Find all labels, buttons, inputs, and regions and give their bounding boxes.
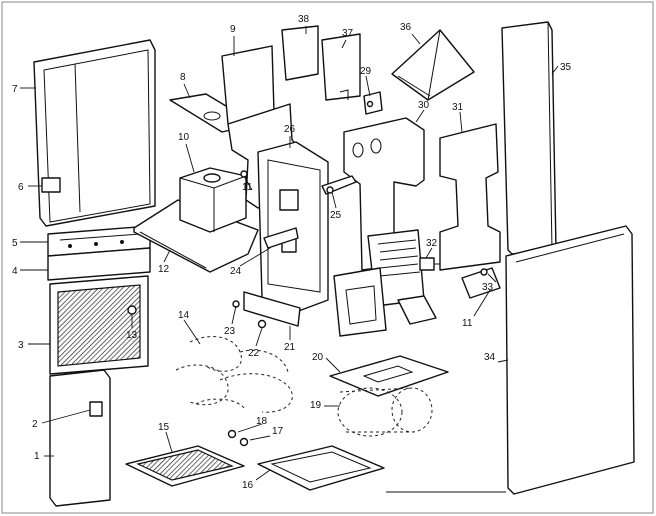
side-panel-35 — [501, 21, 557, 255]
callout-31: 31 — [452, 102, 464, 113]
callout-17: 17 — [272, 426, 284, 437]
wiring-harness-14 — [175, 336, 293, 413]
callout-19: 19 — [310, 400, 322, 411]
callout-9: 9 — [230, 24, 236, 35]
callout-37: 37 — [342, 28, 354, 39]
callout-4: 4 — [12, 266, 18, 277]
door-panel-34 — [505, 225, 635, 495]
tray-20 — [329, 355, 449, 397]
callout-labels: 1 2 3 4 5 6 7 8 9 10 11 12 13 14 15 16 1… — [12, 14, 572, 491]
callout-21: 21 — [284, 342, 296, 353]
front-cabinet-panel — [33, 39, 156, 227]
callout-38: 38 — [298, 14, 310, 25]
callout-16: 16 — [242, 480, 254, 491]
callout-29: 29 — [360, 66, 372, 77]
side-panel-31 — [439, 123, 501, 271]
callout-30: 30 — [418, 100, 430, 111]
callout-14: 14 — [178, 310, 190, 321]
filter-15 — [125, 445, 245, 487]
callout-15: 15 — [158, 422, 170, 433]
bolt-11 — [240, 170, 253, 191]
flue-collar — [333, 267, 387, 337]
screw-13 — [127, 305, 137, 315]
blower-19 — [337, 387, 433, 437]
callout-5: 5 — [12, 238, 18, 249]
callout-6: 6 — [18, 182, 24, 193]
callout-35: 35 — [560, 62, 572, 73]
panel-38 — [281, 25, 319, 81]
junction-box-10 — [179, 167, 247, 233]
callout-22: 22 — [248, 348, 260, 359]
mounting-33 — [461, 267, 501, 299]
callout-11b: 11 — [462, 318, 473, 329]
panel-4 — [47, 247, 151, 281]
callout-36: 36 — [400, 22, 412, 33]
vertical-panel-26 — [257, 141, 329, 313]
filter-grille-3 — [49, 275, 149, 375]
shelf-12 — [133, 199, 259, 273]
base-pan-16 — [257, 445, 385, 491]
callout-13: 13 — [126, 330, 138, 341]
callout-33: 33 — [482, 282, 494, 293]
panel-37 — [321, 33, 361, 101]
bracket-24 — [263, 227, 299, 249]
leader-lines — [20, 26, 559, 493]
callout-7: 7 — [12, 84, 18, 95]
lower-door-1 — [49, 369, 111, 507]
callout-25: 25 — [330, 210, 342, 221]
bolt-17 — [239, 437, 249, 447]
callout-1: 1 — [34, 451, 40, 462]
callout-10: 10 — [178, 132, 190, 143]
callout-3: 3 — [18, 340, 24, 351]
screw-22 — [257, 319, 267, 329]
callout-23: 23 — [224, 326, 236, 337]
callout-2: 2 — [32, 419, 38, 430]
callout-24: 24 — [230, 266, 242, 277]
callout-18: 18 — [256, 416, 268, 427]
callout-8: 8 — [180, 72, 186, 83]
roof-baffle-36 — [391, 29, 475, 101]
control-panel-5 — [47, 225, 151, 257]
plate-21 — [243, 291, 301, 327]
callout-26: 26 — [284, 124, 296, 135]
bracket-25 — [321, 175, 357, 195]
callout-20: 20 — [312, 352, 324, 363]
valve-32 — [419, 257, 446, 271]
callout-11: 11 — [242, 182, 253, 193]
callout-34: 34 — [484, 352, 496, 363]
switch-29 — [363, 91, 383, 115]
callout-32: 32 — [426, 238, 438, 249]
callout-12: 12 — [158, 264, 170, 275]
bolt-18 — [227, 429, 237, 439]
